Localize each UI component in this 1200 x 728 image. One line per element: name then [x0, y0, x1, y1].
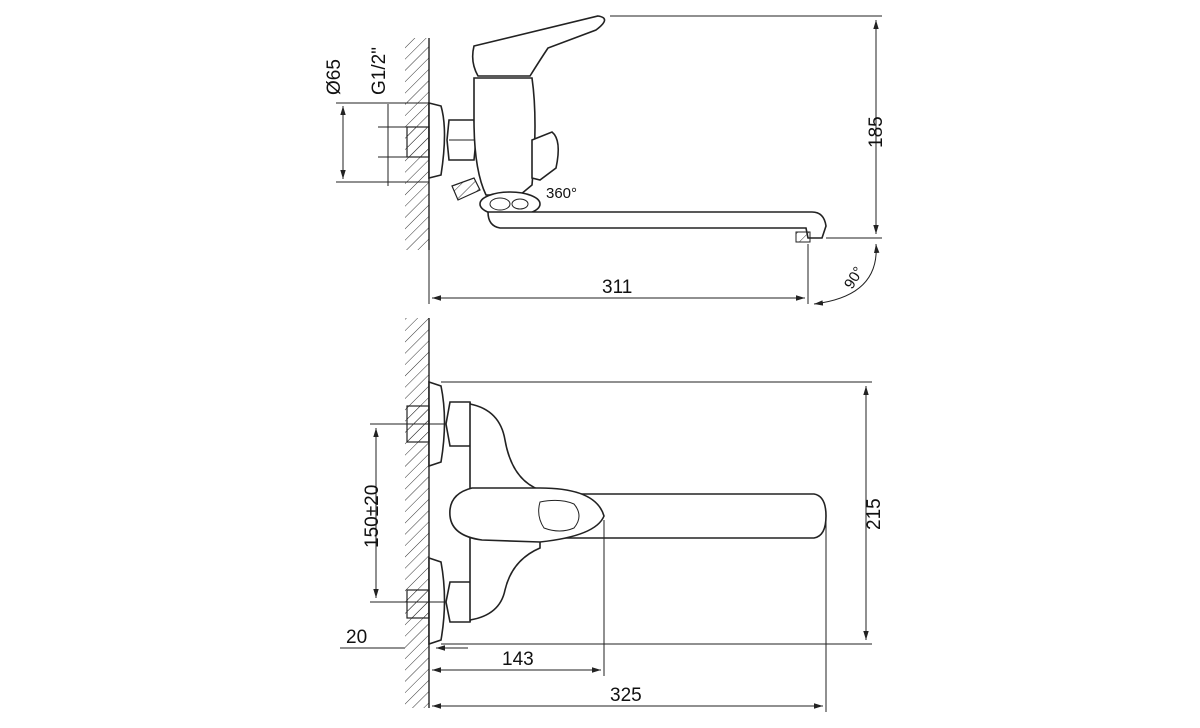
inlet-thread — [406, 126, 430, 158]
escutcheon — [428, 101, 446, 180]
shower-outlet — [451, 177, 481, 201]
dim-spout-length-label: 311 — [602, 277, 632, 298]
dim-offset-label: 20 — [346, 627, 367, 648]
dim-total-length-label: 325 — [610, 685, 642, 706]
dim-height-label: 185 — [866, 116, 887, 148]
dim-rotation-label: 360° — [546, 185, 577, 202]
dim-handle-depth-label: 143 — [502, 649, 534, 670]
top-view: 215 150±20 20 143 325 — [340, 318, 885, 712]
lever-handle — [471, 15, 606, 77]
dim-angle-label: 90° — [841, 264, 867, 292]
spout — [487, 211, 827, 239]
escutcheon-lower — [428, 556, 446, 646]
dim-total-height-label: 215 — [864, 498, 885, 530]
dim-diameter-label: Ø65 — [324, 59, 345, 95]
lever-slot — [538, 499, 580, 532]
dim-thread-label: G1/2" — [369, 47, 390, 95]
aerator — [795, 231, 811, 243]
side-view: Ø65 G1/2" 185 360° 311 90° — [324, 15, 887, 306]
dim-centers-label: 150±20 — [362, 485, 383, 548]
inlet-thread-lower — [406, 589, 430, 619]
lever-top — [449, 487, 605, 543]
diverter-knob — [531, 131, 560, 181]
wall-hatch-top — [405, 318, 429, 708]
mixer-body — [473, 77, 536, 196]
